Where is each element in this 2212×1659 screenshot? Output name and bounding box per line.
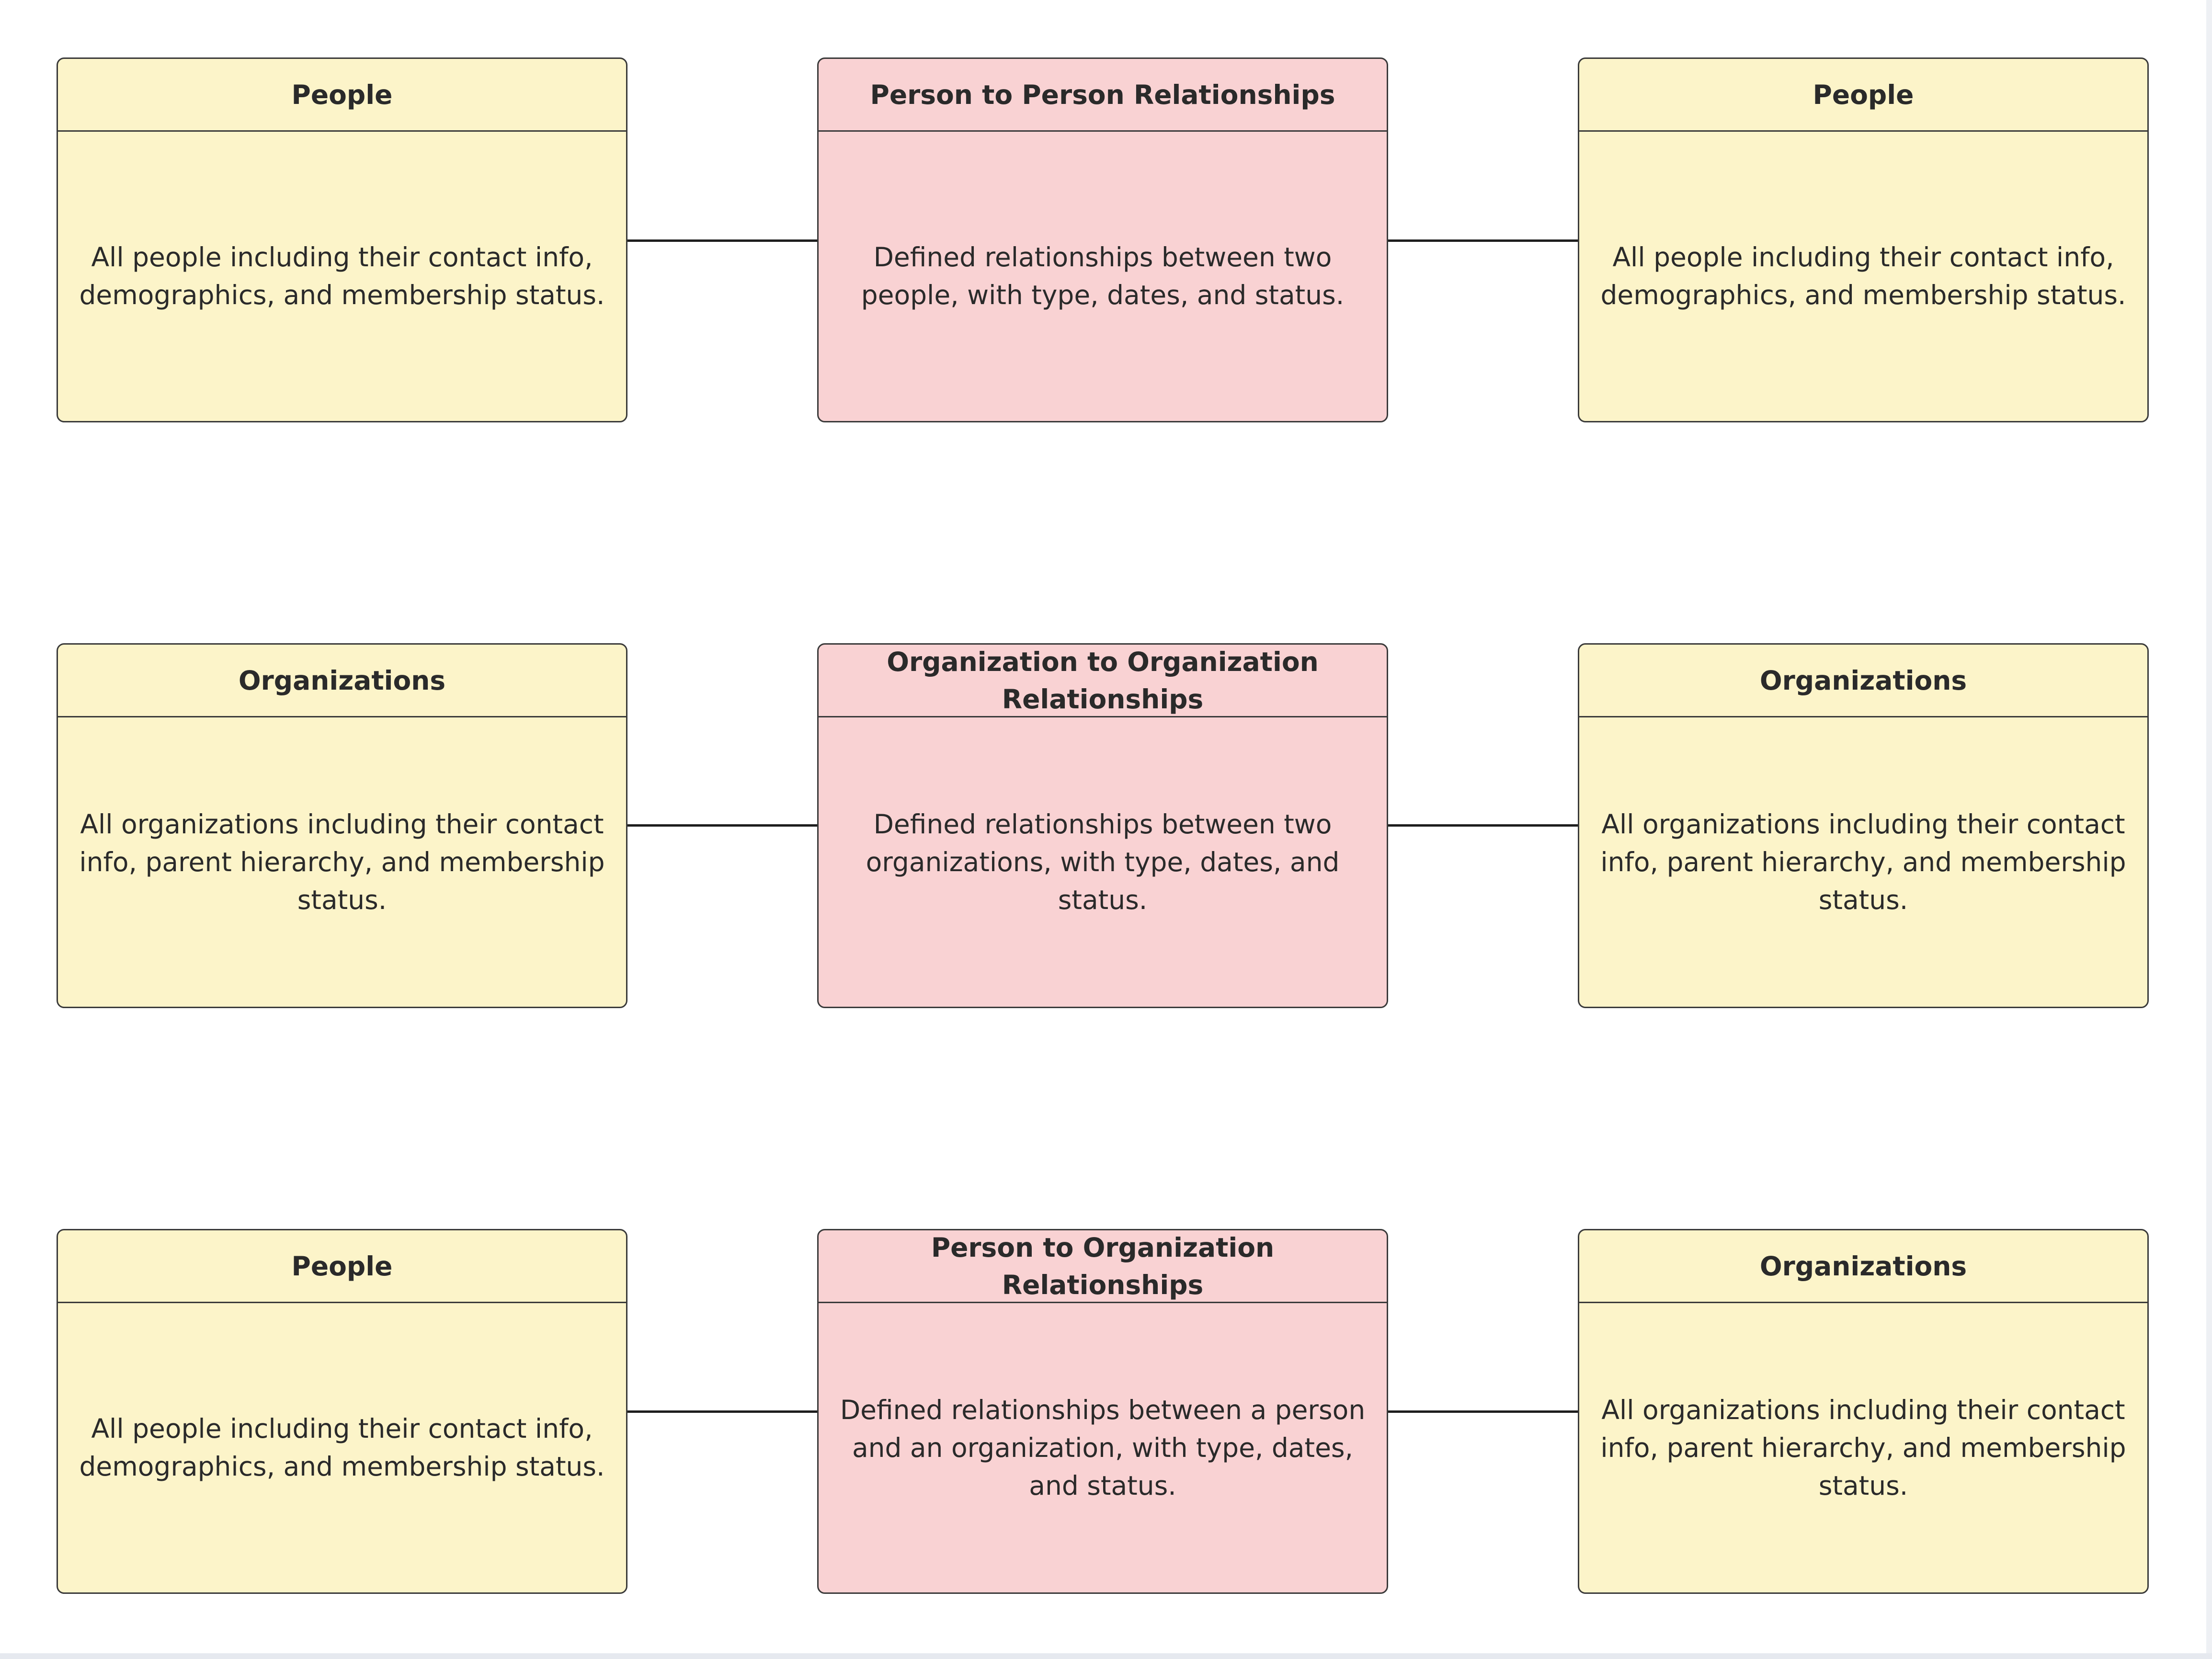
relationship-person-to-person[interactable]: Person to Person Relationships Defined r…	[817, 57, 1388, 422]
entity-organizations[interactable]: Organizations All organizations includin…	[57, 643, 627, 1008]
entity-description: Defined relationships between two organi…	[866, 808, 1340, 915]
entity-title: People	[58, 1230, 626, 1303]
relationship-organization-to-organization[interactable]: Organization to Organization Relationshi…	[817, 643, 1388, 1008]
entity-description: All people including their contact info,…	[1600, 242, 2126, 310]
entity-description: All people including their contact info,…	[79, 1413, 605, 1482]
connector-line	[627, 824, 817, 827]
entity-title: People	[1579, 59, 2147, 132]
entity-description: All organizations including their contac…	[1600, 1394, 2126, 1501]
entity-people[interactable]: People All people including their contac…	[57, 57, 627, 422]
connector-line	[1388, 239, 1578, 242]
canvas-edge	[2206, 0, 2212, 1659]
entity-title: Organizations	[58, 645, 626, 717]
entity-title: Organizations	[1579, 1230, 2147, 1303]
entity-title: People	[58, 59, 626, 132]
entity-description: All organizations including their contac…	[79, 808, 605, 915]
connector-line	[627, 1410, 817, 1413]
relationship-person-to-organization[interactable]: Person to Organization Relationships Def…	[817, 1229, 1388, 1594]
entity-people[interactable]: People All people including their contac…	[1578, 57, 2149, 422]
entity-organizations[interactable]: Organizations All organizations includin…	[1578, 643, 2149, 1008]
entity-title: Organizations	[1579, 645, 2147, 717]
entity-description: All people including their contact info,…	[79, 242, 605, 310]
entity-title: Person to Person Relationships	[819, 59, 1387, 132]
connector-line	[627, 239, 817, 242]
connector-line	[1388, 824, 1578, 827]
entity-organizations[interactable]: Organizations All organizations includin…	[1578, 1229, 2149, 1594]
entity-description: All organizations including their contac…	[1600, 808, 2126, 915]
entity-title: Person to Organization Relationships	[819, 1230, 1387, 1303]
entity-description: Defined relationships between a person a…	[840, 1394, 1366, 1501]
entity-description: Defined relationships between two people…	[861, 242, 1345, 310]
entity-people[interactable]: People All people including their contac…	[57, 1229, 627, 1594]
connector-line	[1388, 1410, 1578, 1413]
canvas-edge	[0, 1653, 2212, 1659]
entity-title: Organization to Organization Relationshi…	[819, 645, 1387, 717]
